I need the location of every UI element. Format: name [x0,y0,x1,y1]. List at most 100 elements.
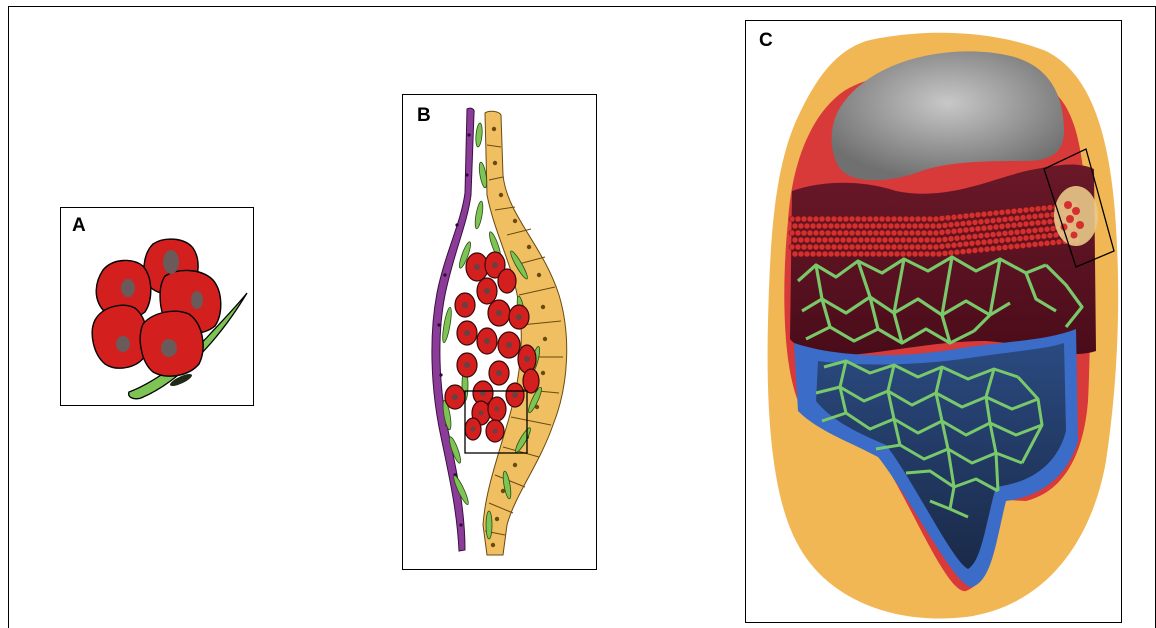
band-cell [906,237,912,243]
band-cell [795,230,801,236]
panel-a-illustration [61,208,254,406]
band-cell [798,251,804,257]
band-cell [993,224,999,230]
band-cell [828,223,834,229]
band-cell [984,246,990,252]
band-cell [978,233,984,239]
band-cell [1044,240,1050,246]
band-cell [825,244,831,250]
band-cell [876,223,882,229]
band-cell [873,244,879,250]
band-cell [900,237,906,243]
band-cell [1041,219,1047,225]
band-cell [966,220,972,226]
band-cell [828,251,834,257]
band-cell [969,226,975,232]
band-cell [990,246,996,252]
band-cell [804,251,810,257]
band-cell [834,251,840,257]
band-cell [945,215,951,221]
band-cell [981,225,987,231]
band-cell [945,243,951,249]
band-cell [858,237,864,243]
band-cell [936,251,942,257]
band-cell [813,244,819,250]
band-cell [1044,212,1050,218]
panel-a: A [60,207,254,406]
band-cell [984,218,990,224]
band-cell [975,226,981,232]
band-cell [1044,226,1050,232]
band-cell [846,251,852,257]
band-cell [918,223,924,229]
band-cell [1050,240,1056,246]
band-cell [969,240,975,246]
band-cell [864,223,870,229]
nucleus [161,339,177,357]
band-cell [963,241,969,247]
band-cell [1002,244,1008,250]
band-cell [903,216,909,222]
band-cell [1035,220,1041,226]
band-cell [891,216,897,222]
band-cell [792,223,798,229]
band-cell [909,216,915,222]
panel-label-c: C [759,31,773,50]
band-cell [996,217,1002,223]
band-cell [792,251,798,257]
band-cell [933,230,939,236]
band-cell [972,233,978,239]
band-cell [924,237,930,243]
band-cell [840,251,846,257]
band-cell [810,223,816,229]
band-cell [801,216,807,222]
band-cell [975,212,981,218]
band-cell [990,218,996,224]
band-cell [1029,234,1035,240]
band-cell [1038,241,1044,247]
band-cell [1005,223,1011,229]
band-cell [894,223,900,229]
band-cell [996,231,1002,237]
band-cell [987,239,993,245]
band-cell [957,214,963,220]
band-cell [849,244,855,250]
band-cell [813,216,819,222]
band-cell [810,251,816,257]
band-cell [1020,243,1026,249]
band-cell [999,223,1005,229]
maroon-layer [790,165,1096,355]
nucleus [191,291,203,309]
band-cell [855,216,861,222]
band-cell [981,211,987,217]
panel-label-a: A [72,216,86,235]
band-cell [987,211,993,217]
band-cell [882,251,888,257]
band-cell [843,216,849,222]
band-cell [981,239,987,245]
band-cell [912,223,918,229]
band-cell [861,230,867,236]
band-cell [999,237,1005,243]
band-cell [897,244,903,250]
band-cell [894,237,900,243]
band-cell [870,237,876,243]
band-cell [795,244,801,250]
band-cell [885,244,891,250]
band-cell [789,244,795,250]
band-cell [804,237,810,243]
band-cell [963,213,969,219]
band-cell [966,248,972,254]
band-cell [885,216,891,222]
band-cell [969,212,975,218]
band-cell [915,216,921,222]
band-cell [921,230,927,236]
band-cell [885,230,891,236]
band-cell [966,234,972,240]
band-cell [903,230,909,236]
band-cell [819,244,825,250]
panel-b: B [402,94,597,570]
band-cell [1038,227,1044,233]
band-cell [954,235,960,241]
band-cell [789,216,795,222]
